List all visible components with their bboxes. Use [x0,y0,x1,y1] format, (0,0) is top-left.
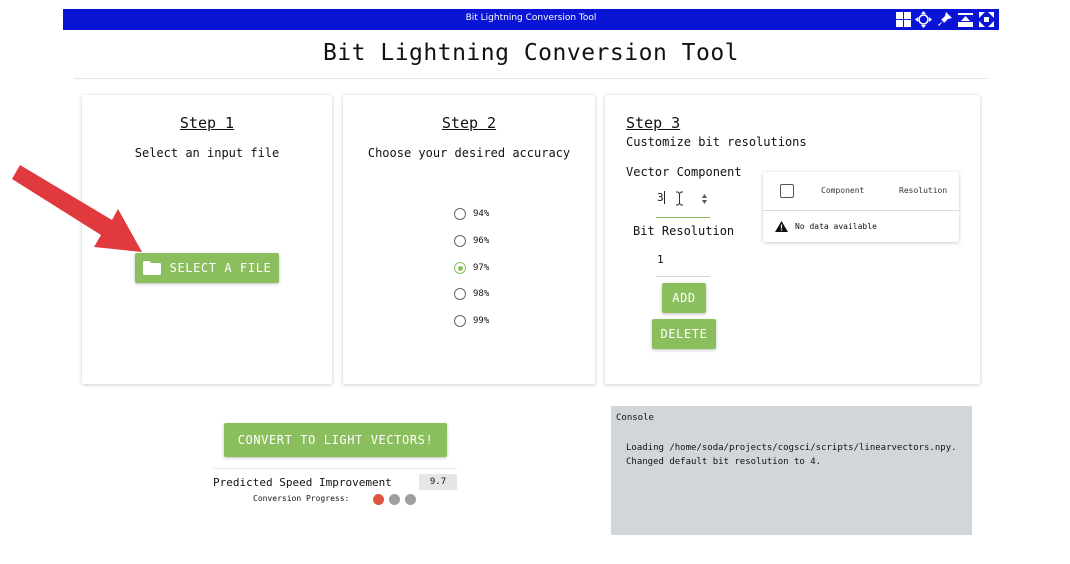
vector-component-label: Vector Component [626,165,742,179]
resolution-table [763,172,959,242]
column-header-component[interactable]: Component [821,186,865,195]
window-title: Bit Lightning Conversion Tool [465,13,597,23]
console-panel [611,406,972,535]
folder-icon [142,261,161,275]
vector-input-underline [656,217,710,218]
console-line: Changed default bit resolution to 4. [626,457,822,467]
text-caret [664,191,665,204]
step2-subtitle: Choose your desired accuracy [367,146,571,160]
accuracy-label: 96% [473,236,490,246]
step2-title: Step 2 [441,114,497,132]
step1-subtitle: Select an input file [134,146,280,160]
select-file-button[interactable]: SELECT A FILE [135,253,279,283]
radio-button[interactable] [454,315,466,327]
ibeam-cursor-icon [676,191,683,206]
title-divider [74,78,988,79]
arrow-annotation [12,165,142,252]
convert-button[interactable]: CONVERT TO LIGHT VECTORS! [224,423,447,457]
step2-card [343,95,595,384]
accuracy-label: 98% [473,289,490,299]
bit-resolution-input[interactable]: 1 [657,253,664,266]
progress-dot [389,494,400,505]
delete-button[interactable]: DELETE [652,319,716,349]
radio-button[interactable] [454,288,466,300]
app-title: Bit Lightning Conversion Tool [322,40,740,66]
pin-icon[interactable] [936,11,953,28]
table-header-divider [763,210,959,211]
fullscreen-icon[interactable] [978,11,995,28]
bit-input-underline [656,276,710,277]
grid-icon[interactable] [895,11,912,28]
table-empty-text: No data available [795,222,877,231]
accuracy-option-98[interactable]: 98% [454,286,489,302]
accuracy-label: 99% [473,316,490,326]
speed-improvement-label: Predicted Speed Improvement [213,476,392,489]
console-line: Loading /home/soda/projects/cogsci/scrip… [626,443,957,453]
accuracy-option-96[interactable]: 96% [454,233,489,249]
progress-dot [373,494,384,505]
warning-icon [775,221,788,232]
add-button[interactable]: ADD [662,283,706,313]
number-spinner-icon[interactable] [701,192,708,206]
step3-title: Step 3 [626,114,681,132]
accuracy-option-94[interactable]: 94% [454,206,489,222]
progress-dot [405,494,416,505]
select-file-label: SELECT A FILE [169,261,272,275]
radio-button[interactable] [454,208,466,220]
select-all-checkbox[interactable] [780,184,794,198]
speed-improvement-value: 9.7 [419,474,457,490]
bit-resolution-label: Bit Resolution [633,224,735,238]
conversion-progress-label: Conversion Progress: [253,494,350,503]
radio-button-selected[interactable] [454,262,466,274]
accuracy-label: 97% [473,263,490,273]
column-header-resolution[interactable]: Resolution [899,186,948,195]
maximize-icon[interactable] [957,11,974,28]
console-title: Console [616,413,654,423]
move-icon[interactable] [915,11,932,28]
accuracy-option-97[interactable]: 97% [454,260,489,276]
window-titlebar: Bit Lightning Conversion Tool [63,9,999,30]
step1-title: Step 1 [179,114,235,132]
accuracy-option-99[interactable]: 99% [454,313,489,329]
radio-button[interactable] [454,235,466,247]
convert-divider [213,468,457,469]
step3-subtitle: Customize bit resolutions [626,135,807,149]
vector-component-input[interactable]: 3 [657,191,664,204]
accuracy-label: 94% [473,209,490,219]
